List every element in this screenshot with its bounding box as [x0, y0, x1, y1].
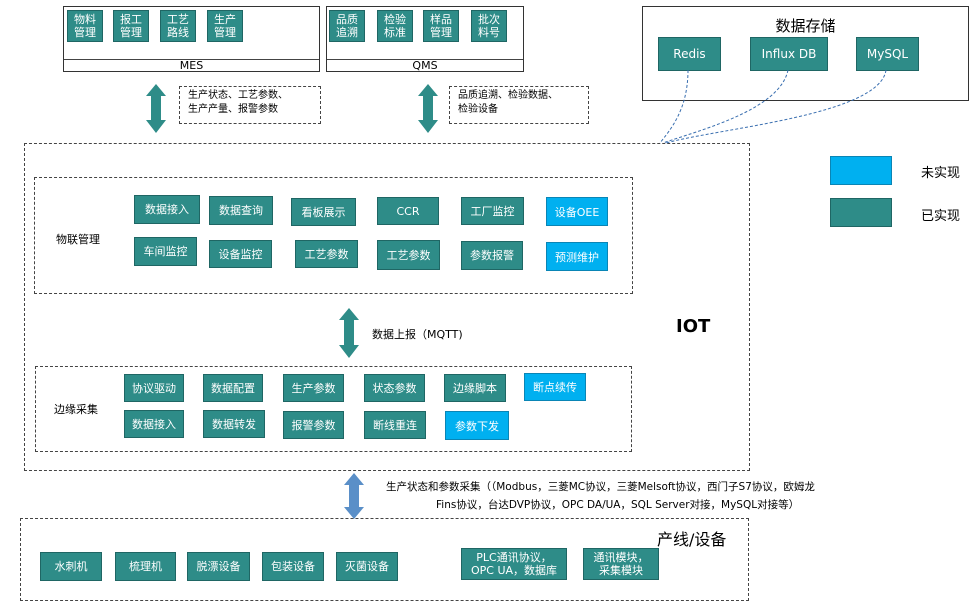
iom-param-alarm[interactable]: 参数报警	[461, 241, 523, 270]
iom-device-oee[interactable]: 设备OEE	[546, 197, 608, 226]
collection-note-line1: 生产状态和参数采集（（Modbus，三菱MC协议，三菱Melsoft协议，西门子…	[386, 481, 815, 493]
production-label: 产线/设备	[657, 530, 727, 549]
iom-process-params-1[interactable]: 工艺参数	[295, 240, 358, 268]
mes-inner-line	[64, 59, 319, 60]
mes-iot-arrow	[146, 84, 166, 133]
mqtt-arrow	[339, 308, 359, 358]
iom-container	[34, 177, 633, 294]
mysql-link	[665, 69, 887, 144]
qms-item-sample[interactable]: 样品 管理	[423, 10, 459, 42]
mqtt-label: 数据上报（MQTT)	[372, 328, 463, 341]
iom-device-monitor[interactable]: 设备监控	[209, 240, 272, 268]
mes-item-material[interactable]: 物料 管理	[67, 10, 103, 42]
edge-status-params[interactable]: 状态参数	[364, 374, 425, 402]
storage-influxdb[interactable]: Influx DB	[750, 37, 828, 71]
qms-iot-arrow	[418, 84, 438, 133]
redis-link	[659, 69, 689, 144]
iom-dashboard[interactable]: 看板展示	[291, 198, 356, 226]
legend-unimplemented-label: 未实现	[921, 166, 961, 181]
mes-item-route[interactable]: 工艺 路线	[160, 10, 196, 42]
storage-title: 数据存储	[775, 17, 836, 35]
storage-mysql[interactable]: MySQL	[856, 37, 919, 71]
iom-process-params-2[interactable]: 工艺参数	[377, 240, 440, 270]
edge-data-config[interactable]: 数据配置	[203, 374, 263, 402]
machine-bleaching[interactable]: 脱漂设备	[187, 552, 250, 581]
comm-module-box[interactable]: 通讯模块， 采集模块	[583, 548, 659, 580]
storage-redis[interactable]: Redis	[658, 37, 721, 71]
iom-data-query[interactable]: 数据查询	[209, 196, 273, 225]
iot-container	[24, 143, 750, 471]
qms-note: 品质追溯、检验数据、 检验设备	[449, 86, 589, 124]
collection-arrow	[344, 473, 364, 519]
machine-packaging[interactable]: 包装设备	[262, 552, 324, 581]
iom-data-access[interactable]: 数据接入	[134, 195, 200, 224]
qms-item-standard[interactable]: 检验 标准	[377, 10, 413, 42]
machine-carding[interactable]: 梳理机	[115, 552, 176, 581]
plc-protocol-box[interactable]: PLC通讯协议， OPC UA，数据库	[461, 548, 567, 580]
storage-box: 数据存储 Redis Influx DB MySQL	[642, 6, 969, 101]
production-container	[20, 518, 749, 601]
mes-box: 物料 管理 报工 管理 工艺 路线 生产 管理 MES	[63, 6, 320, 72]
edge-data-forward[interactable]: 数据转发	[203, 410, 265, 438]
qms-item-trace[interactable]: 品质 追溯	[329, 10, 365, 42]
legend-implemented-label: 已实现	[921, 209, 961, 224]
iot-label: IOT	[676, 316, 711, 337]
iom-ccr[interactable]: CCR	[377, 197, 439, 225]
iom-workshop-monitor[interactable]: 车间监控	[134, 237, 197, 266]
machine-sterilization[interactable]: 灭菌设备	[336, 552, 398, 581]
collection-note-line2: Fins协议，台达DVP协议，OPC DA/UA，SQL Server对接，My…	[436, 499, 800, 511]
edge-param-dispatch[interactable]: 参数下发	[445, 411, 509, 440]
iom-factory-monitor[interactable]: 工厂监控	[461, 197, 524, 225]
edge-resume-transfer[interactable]: 断点续传	[524, 373, 586, 401]
machine-spunlace[interactable]: 水刺机	[40, 552, 102, 581]
edge-data-access[interactable]: 数据接入	[124, 410, 184, 438]
legend-implemented-swatch	[830, 198, 892, 227]
legend-unimplemented-swatch	[830, 156, 892, 185]
edge-protocol-driver[interactable]: 协议驱动	[124, 374, 184, 402]
edge-container	[35, 366, 632, 452]
edge-alarm-params[interactable]: 报警参数	[283, 411, 344, 439]
edge-reconnect[interactable]: 断线重连	[364, 411, 426, 439]
edge-script[interactable]: 边缘脚本	[444, 374, 506, 402]
iom-predictive-maintenance[interactable]: 预测维护	[546, 242, 608, 271]
influx-link	[662, 69, 789, 144]
qms-label: QMS	[412, 59, 438, 72]
qms-inner-line	[327, 59, 523, 60]
edge-production-params[interactable]: 生产参数	[283, 374, 344, 402]
iom-label: 物联管理	[56, 233, 100, 246]
mes-item-report[interactable]: 报工 管理	[113, 10, 149, 42]
qms-item-batch[interactable]: 批次 料号	[471, 10, 507, 42]
mes-label: MES	[179, 59, 204, 72]
edge-label: 边缘采集	[54, 403, 98, 416]
qms-box: 品质 追溯 检验 标准 样品 管理 批次 料号 QMS	[326, 6, 524, 72]
mes-note: 生产状态、工艺参数、 生产产量、报警参数	[179, 86, 321, 124]
mes-item-production[interactable]: 生产 管理	[207, 10, 243, 42]
